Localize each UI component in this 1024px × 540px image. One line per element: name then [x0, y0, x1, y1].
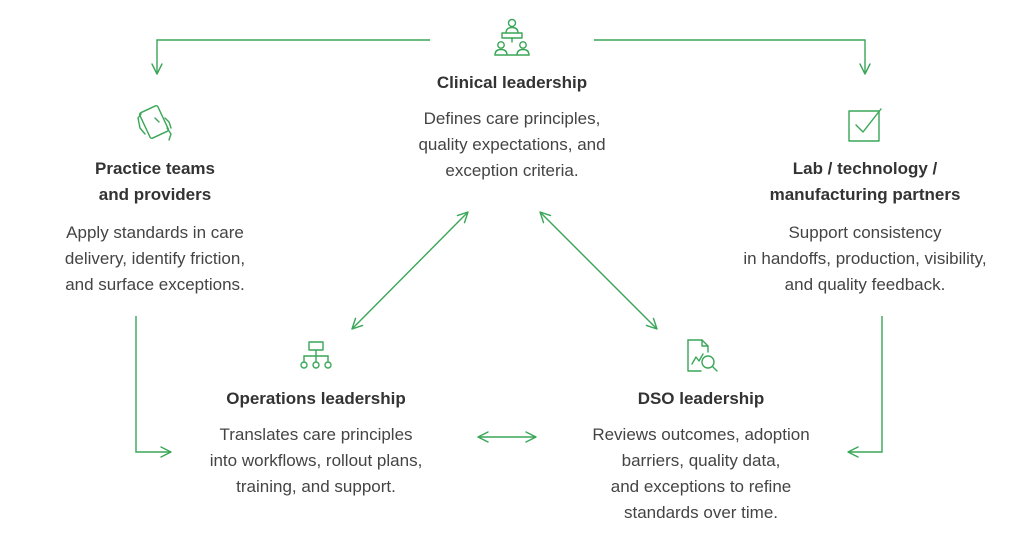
connector-clinical-to-lab — [594, 39, 871, 75]
practice-title-line: Practice teams — [94, 159, 216, 178]
node-lab-partners: Lab / technology / manufacturing partner… — [715, 106, 1015, 298]
connector-practice-to-operations — [135, 316, 172, 458]
practice-desc-line: Apply standards in care — [66, 223, 244, 242]
practice-desc-line: delivery, identify friction, — [64, 249, 246, 268]
node-dso-leadership: DSO leadership Reviews outcomes, adoptio… — [551, 338, 851, 526]
org-chart-icon — [300, 341, 332, 369]
dso-desc-line: standards over time. — [623, 503, 778, 522]
clinical-desc-line: exception criteria. — [445, 161, 579, 180]
connector-clinical-operations — [351, 211, 469, 330]
connector-clinical-to-practice — [151, 39, 430, 75]
operations-desc-line: training, and support. — [236, 477, 396, 496]
tablet-hand-icon — [137, 105, 172, 141]
clinical-desc-line: Defines care principles, — [423, 109, 601, 128]
node-operations-leadership: Operations leadership Translates care pr… — [166, 340, 466, 500]
connector-clinical-dso — [539, 211, 658, 330]
lab-title-line: Lab / technology / — [792, 159, 938, 178]
connector-lab-to-dso — [847, 316, 883, 458]
dso-desc-line: and exceptions to refine — [610, 477, 792, 496]
clinical-desc-line: quality expectations, and — [418, 135, 606, 154]
dso-desc-line: barriers, quality data, — [621, 451, 781, 470]
operations-desc-line: Translates care principles — [219, 425, 413, 444]
node-clinical-leadership: Clinical leadership Defines care princip… — [362, 18, 662, 184]
group-meeting-icon — [494, 18, 530, 56]
checkbox-icon — [848, 108, 882, 142]
node-practice-teams: Practice teams and providers Apply stand… — [20, 104, 290, 298]
operations-title-line: Operations leadership — [226, 389, 406, 408]
lab-desc-line: in handoffs, production, visibility, — [743, 249, 987, 268]
lab-desc-line: and quality feedback. — [784, 275, 946, 294]
operations-desc-line: into workflows, rollout plans, — [209, 451, 423, 470]
dso-desc-line: Reviews outcomes, adoption — [592, 425, 810, 444]
practice-desc-line: and surface exceptions. — [65, 275, 245, 294]
lab-desc-line: Support consistency — [788, 223, 942, 242]
lab-title-line: manufacturing partners — [769, 185, 961, 204]
clinical-title-line: Clinical leadership — [436, 73, 588, 92]
dso-title-line: DSO leadership — [637, 389, 765, 408]
practice-title-line: and providers — [98, 185, 212, 204]
report-search-icon — [687, 339, 718, 372]
